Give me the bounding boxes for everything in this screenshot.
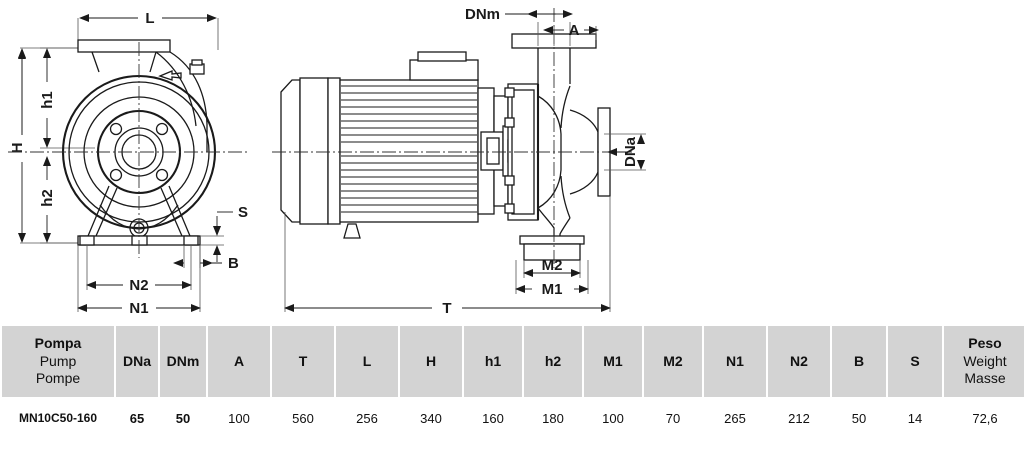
cell-a: 100 (208, 397, 270, 439)
cell-l: 256 (336, 397, 398, 439)
header-masse: Masse (964, 370, 1006, 387)
header-cell-n2: N2 (768, 326, 830, 397)
dim-label-M1: M1 (542, 281, 563, 298)
header-cell-l: L (336, 326, 398, 397)
dimension-M2: M2 (523, 257, 581, 278)
dim-label-h2: h2 (39, 189, 56, 207)
cell-b: 50 (832, 397, 886, 439)
header-cell-h2: h2 (524, 326, 582, 397)
dimension-h2: h2 (39, 156, 78, 244)
dimension-DNa: DNa (604, 133, 646, 171)
cell-weight: 72,6 (944, 397, 1024, 439)
header-cell-s: S (888, 326, 942, 397)
dimension-T: T (284, 196, 611, 317)
technical-drawings: .ln { stroke:#1a1a1a; fill:none; stroke-… (8, 6, 646, 317)
header-cell-n1: N1 (704, 326, 766, 397)
dim-label-DNm: DNm (465, 6, 500, 23)
header-cell-h1: h1 (464, 326, 522, 397)
dim-label-B: B (228, 255, 239, 272)
dimension-table: Pompa Pump Pompe DNa DNm A T L H h1 h2 M… (0, 326, 1024, 439)
dim-label-H: H (9, 143, 26, 154)
header-cell-a: A (208, 326, 270, 397)
dimension-DNm: DNm (465, 6, 573, 46)
cell-m1: 100 (584, 397, 642, 439)
dim-label-DNa: DNa (622, 136, 639, 167)
header-cell-m1: M1 (584, 326, 642, 397)
header-cell-m2: M2 (644, 326, 702, 397)
header-cell-h: H (400, 326, 462, 397)
header-pump: Pump (39, 352, 77, 369)
cell-n2: 212 (768, 397, 830, 439)
cell-pump-model: MN10C50-160 (2, 397, 114, 439)
header-cell-b: B (832, 326, 886, 397)
header-peso: Peso (968, 334, 1002, 351)
cell-dna: 65 (116, 397, 158, 439)
dim-label-A: A (569, 22, 580, 39)
header-pompe: Pompe (35, 370, 81, 387)
header-cell-t: T (272, 326, 334, 397)
cell-dnm: 50 (160, 397, 206, 439)
dimension-S: S (200, 204, 248, 262)
dimension-A: A (543, 22, 599, 46)
pump-dimension-drawing: .ln { stroke:#1a1a1a; fill:none; stroke-… (8, 6, 646, 317)
cell-h: 340 (400, 397, 462, 439)
cell-t: 560 (272, 397, 334, 439)
dimension-h1: h1 (39, 47, 95, 149)
dimension-M1: M1 (515, 260, 589, 298)
cell-m2: 70 (644, 397, 702, 439)
dim-label-S: S (238, 204, 248, 221)
cell-n1: 265 (704, 397, 766, 439)
pump-front-view: L H h1 (8, 10, 250, 317)
table-row: MN10C50-160 65 50 100 560 256 340 160 18… (2, 397, 1024, 439)
dim-label-N2: N2 (129, 277, 148, 294)
dim-label-T: T (442, 300, 451, 317)
dim-label-N1: N1 (129, 300, 148, 317)
header-cell-dna: DNa (116, 326, 158, 397)
dimension-B: B (173, 245, 239, 272)
dimension-N2: N2 (86, 245, 192, 294)
dim-label-L: L (145, 10, 154, 27)
header-cell-weight: Peso Weight Masse (944, 326, 1024, 397)
cell-h2: 180 (524, 397, 582, 439)
pump-side-view: DNm A DNa M2 (272, 6, 646, 317)
cell-h1: 160 (464, 397, 522, 439)
header-weight: Weight (963, 352, 1007, 369)
cell-s: 14 (888, 397, 942, 439)
dim-label-M2: M2 (542, 257, 563, 274)
header-cell-dnm: DNm (160, 326, 206, 397)
header-pompa: Pompa (34, 334, 82, 351)
table-header-row: Pompa Pump Pompe DNa DNm A T L H h1 h2 M… (2, 326, 1024, 397)
header-cell-pump: Pompa Pump Pompe (2, 326, 114, 397)
dim-label-h1: h1 (39, 91, 56, 109)
dimension-H: H (9, 47, 78, 244)
dimension-N1: N1 (77, 245, 201, 317)
